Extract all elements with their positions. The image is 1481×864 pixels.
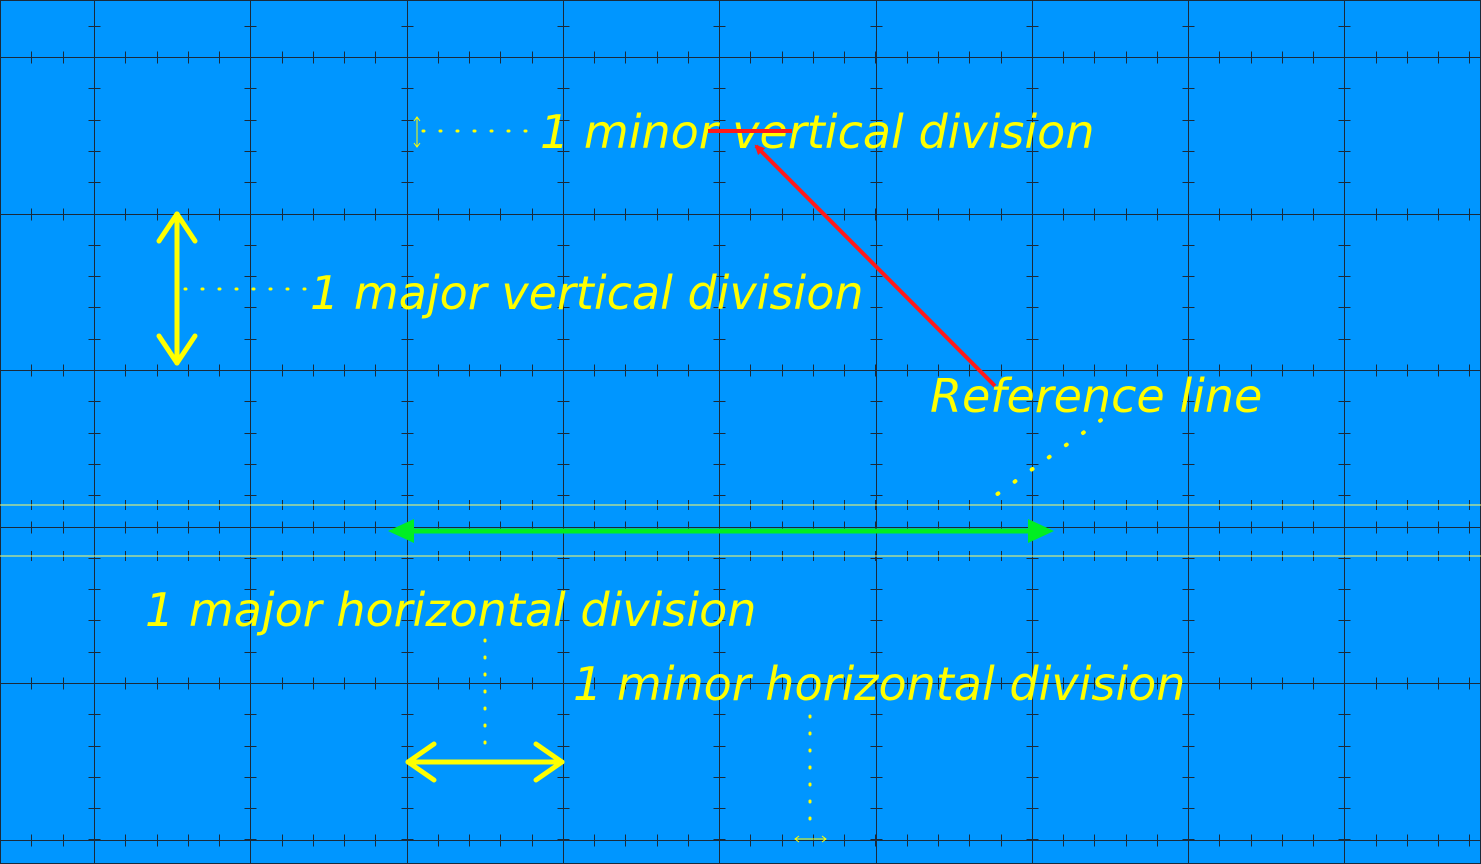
major-horizontal-double-arrow-icon <box>405 741 565 783</box>
major-vertical-double-arrow-icon <box>156 211 198 366</box>
reference-line-label: Reference line <box>930 369 1262 423</box>
minor-horizontal-division-label: 1 minor horizontal division <box>573 657 1185 711</box>
major-horizontal-division-label: 1 major horizontal division <box>145 583 756 637</box>
red-pointer-arrow <box>754 144 997 388</box>
minor-vertical-division-label: 1 minor vertical division <box>540 105 1094 159</box>
reference-leader-dots <box>980 406 1120 507</box>
major-vertical-division-label: 1 major vertical division <box>310 266 864 320</box>
minor-horizontal-indicator-icon <box>794 835 827 843</box>
green-span-arrow <box>388 519 1054 543</box>
minor-vertical-indicator-icon <box>413 116 421 148</box>
